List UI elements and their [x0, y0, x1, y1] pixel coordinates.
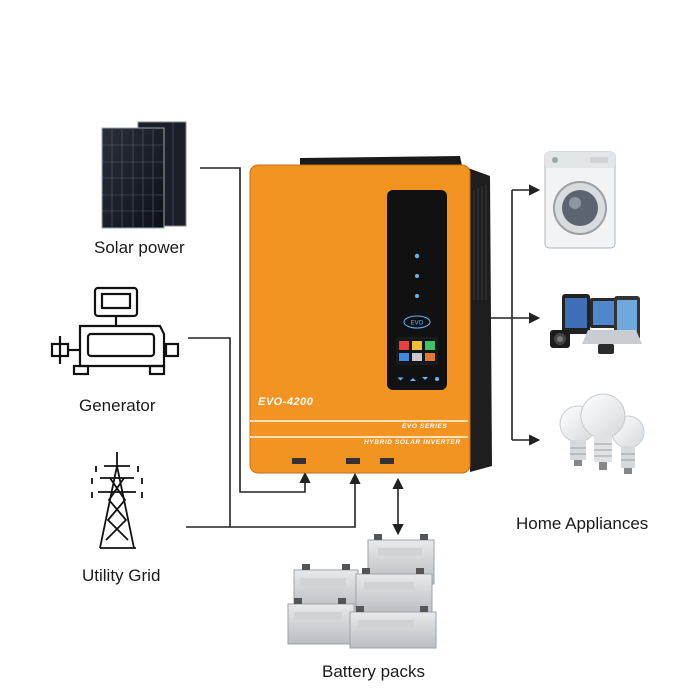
utility-grid-label: Utility Grid — [82, 566, 161, 585]
inverter-series: EVO SERIES — [402, 423, 448, 430]
light-bulbs-icon — [559, 393, 645, 474]
transmission-tower-icon — [91, 452, 143, 549]
battery-packs-label: Battery packs — [322, 662, 425, 681]
washing-machine-icon — [544, 151, 616, 249]
electronics-devices-icon — [550, 294, 642, 354]
generator-label: Generator — [79, 396, 156, 415]
wifi-icon — [414, 253, 420, 259]
connection-lines — [186, 167, 541, 536]
inverter-logo: EVO — [411, 321, 424, 327]
generator-icon — [50, 286, 180, 376]
inverter-type: HYBRID SOLAR INVERTER — [364, 439, 461, 446]
home-appliances-label: Home Appliances — [516, 514, 649, 533]
solar-power-label: Solar power — [94, 238, 185, 257]
inverter-model: EVO-4200 — [258, 396, 314, 408]
battery-pack-icon — [287, 534, 437, 649]
solar-panel-icon — [101, 121, 187, 229]
inverter-unit: EVO — [249, 156, 492, 474]
